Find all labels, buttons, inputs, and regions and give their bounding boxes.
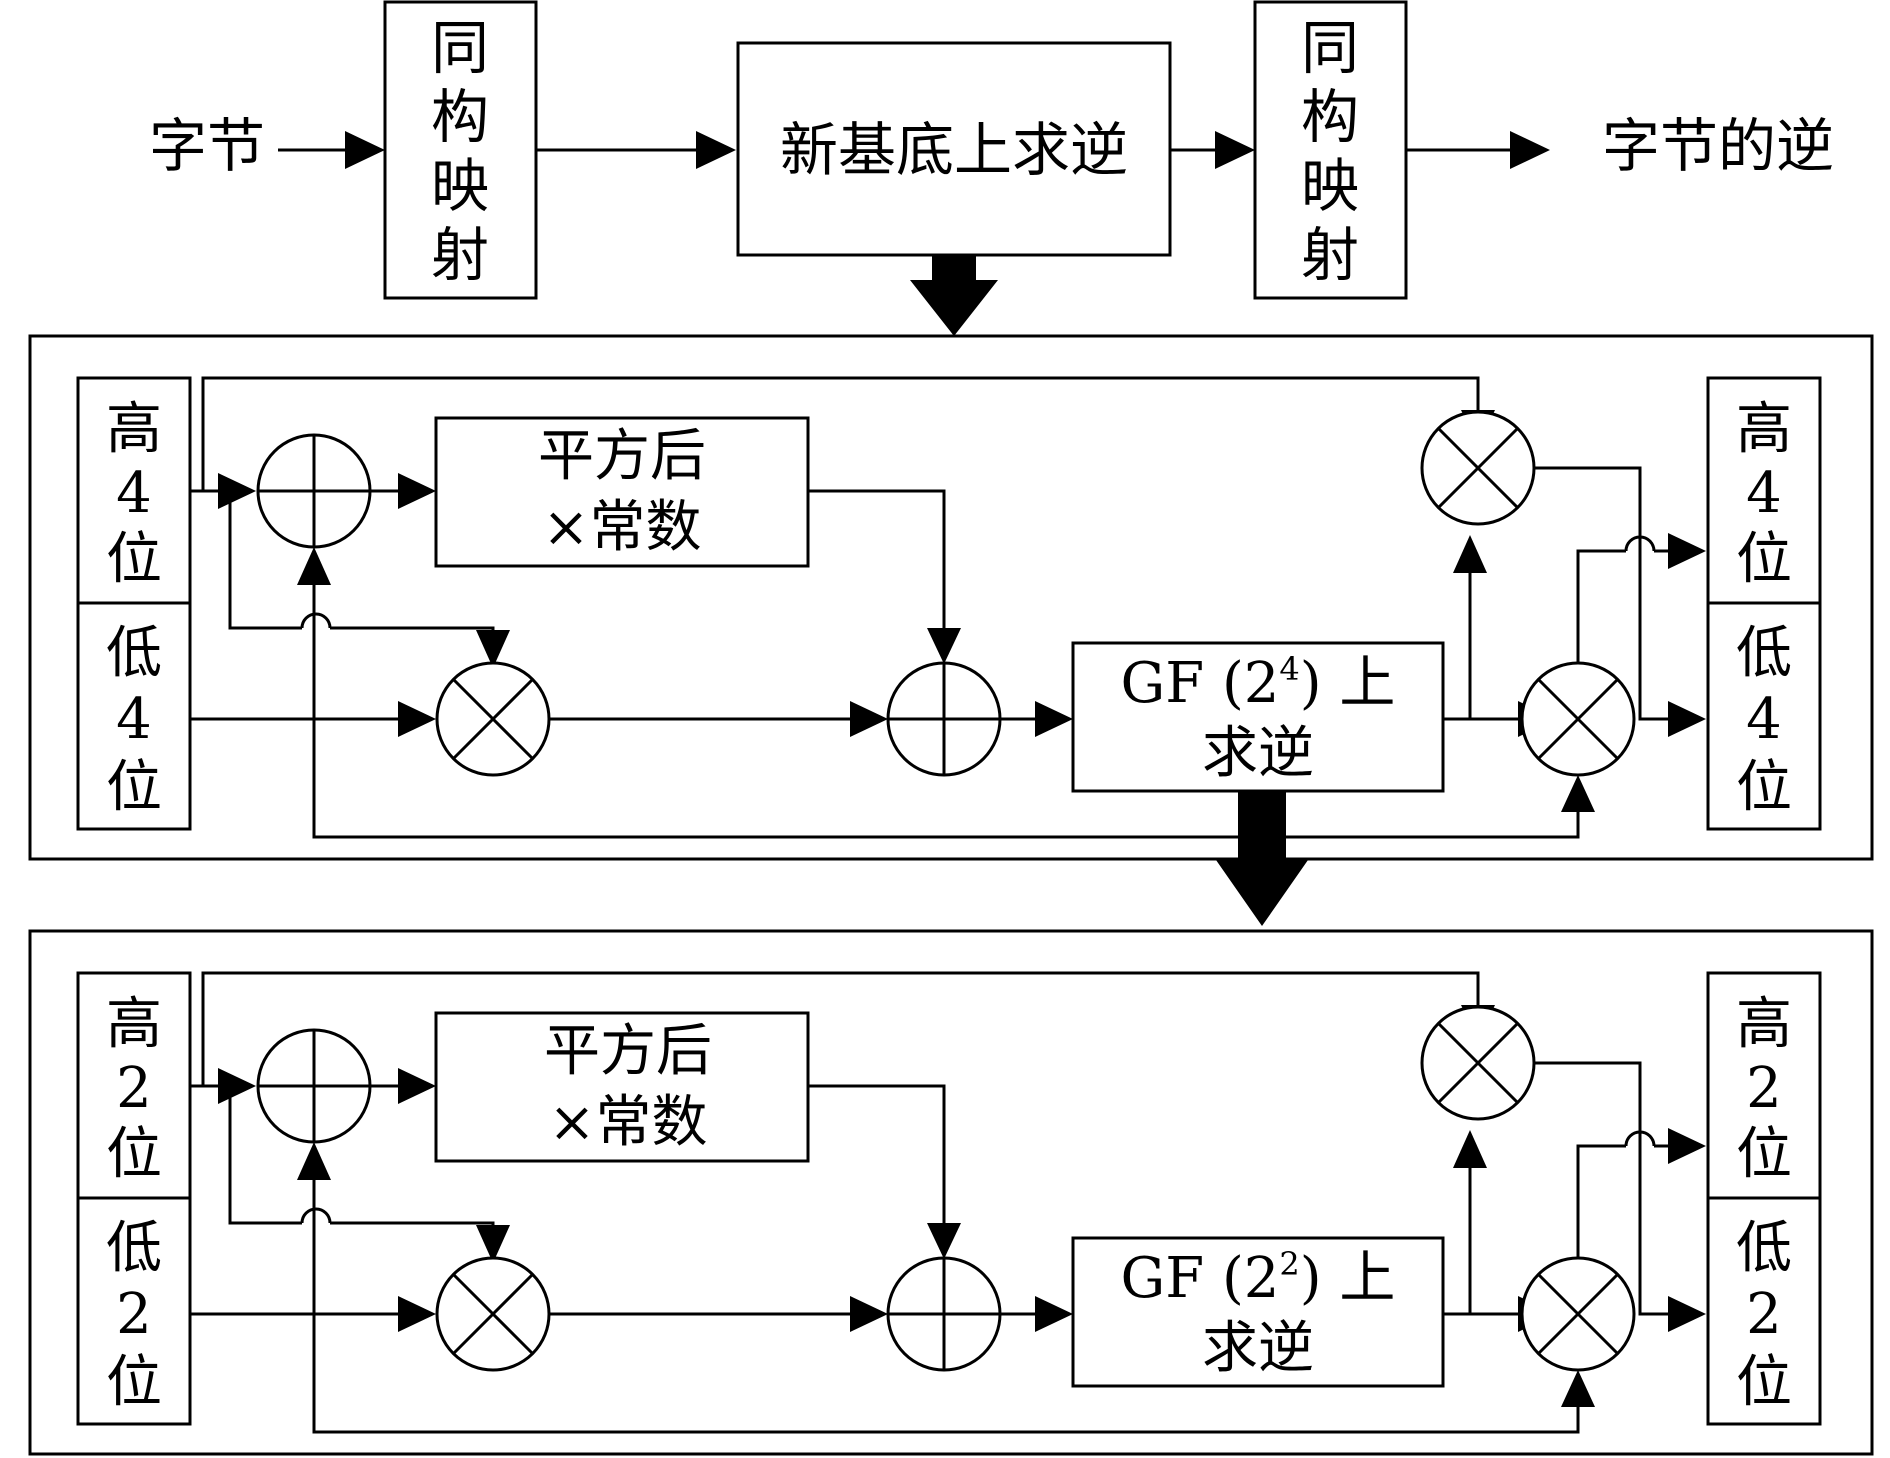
high-half-char: 位 [106, 527, 162, 592]
result-high-box [1706, 971, 1822, 1200]
new-basis-inversion-label: 新基底上求逆 [780, 116, 1128, 184]
high-half-char: 高 [106, 397, 162, 462]
new-basis-inversion-box [736, 41, 1172, 257]
stage-2-frame [28, 929, 1874, 1456]
times-constant-label: ×常数 [543, 495, 702, 560]
iso-map-right-char: 射 [1301, 221, 1359, 289]
result-high-char: 高 [1736, 992, 1792, 1057]
gf-inversion-box [1071, 1236, 1445, 1388]
iso-map-left-char: 射 [431, 221, 489, 289]
result-low-char: 4 [1746, 687, 1782, 752]
result-high-char: 高 [1736, 397, 1792, 462]
high-half-box [76, 376, 192, 605]
gf-inversion-label: 求逆 [1202, 1316, 1314, 1381]
result-low-char: 低 [1736, 621, 1792, 686]
high-half-char: 2 [116, 1056, 152, 1121]
gf-inversion-box [1071, 641, 1445, 793]
high-half-char: 4 [116, 461, 152, 526]
result-low-char: 低 [1736, 1216, 1792, 1281]
input-label: 字节 [149, 112, 265, 180]
square-label: 平方后 [544, 1019, 712, 1084]
low-half-box [76, 601, 192, 831]
low-half-char: 4 [116, 687, 152, 752]
output-label: 字节的逆 [1602, 112, 1834, 180]
result-low-char: 2 [1746, 1282, 1782, 1347]
iso-map-right-char: 同 [1301, 14, 1359, 82]
result-high-char: 2 [1746, 1056, 1782, 1121]
result-high-char: 4 [1746, 461, 1782, 526]
high-half-char: 位 [106, 1122, 162, 1187]
iso-map-right-box [1253, 0, 1408, 300]
result-low-char: 位 [1736, 755, 1792, 820]
low-half-char: 低 [106, 621, 162, 686]
high-half-char: 高 [106, 992, 162, 1057]
iso-map-left-char: 构 [431, 83, 489, 151]
stage-2: 高 2 位 低 2 位 平方后 ×常数 [28, 929, 1874, 1456]
expand-arrow-1 [910, 256, 998, 336]
low-half-char: 位 [106, 755, 162, 820]
square-times-constant-box [434, 1011, 810, 1163]
square-times-constant-box [434, 416, 810, 568]
times-constant-label: ×常数 [549, 1090, 708, 1155]
iso-map-right-char: 构 [1301, 83, 1359, 151]
result-high-char: 位 [1736, 1122, 1792, 1187]
top-row: 字节 同 构 映 射 新基底上求逆 同 构 映 射 字节的逆 [149, 0, 1834, 336]
gf-field-label: GF (24) 上 [1121, 650, 1396, 716]
square-label: 平方后 [538, 424, 706, 489]
result-low-box [1706, 601, 1822, 831]
result-low-box [1706, 1196, 1822, 1426]
stage-1-frame [28, 334, 1874, 861]
gf-field-label: GF (22) 上 [1121, 1245, 1396, 1311]
iso-map-left-char: 同 [431, 14, 489, 82]
stage-1: 高 4 位 低 4 位 平方后 ×常数 [28, 334, 1874, 926]
low-half-char: 低 [106, 1216, 162, 1281]
result-low-char: 位 [1736, 1350, 1792, 1415]
expand-arrow-2 [1216, 792, 1308, 926]
result-high-char: 位 [1736, 527, 1792, 592]
iso-map-right-char: 映 [1301, 152, 1359, 220]
gf-inversion-label: 求逆 [1202, 721, 1314, 786]
low-half-box [76, 1196, 192, 1426]
low-half-char: 2 [116, 1282, 152, 1347]
low-half-char: 位 [106, 1350, 162, 1415]
iso-map-left-char: 映 [431, 152, 489, 220]
